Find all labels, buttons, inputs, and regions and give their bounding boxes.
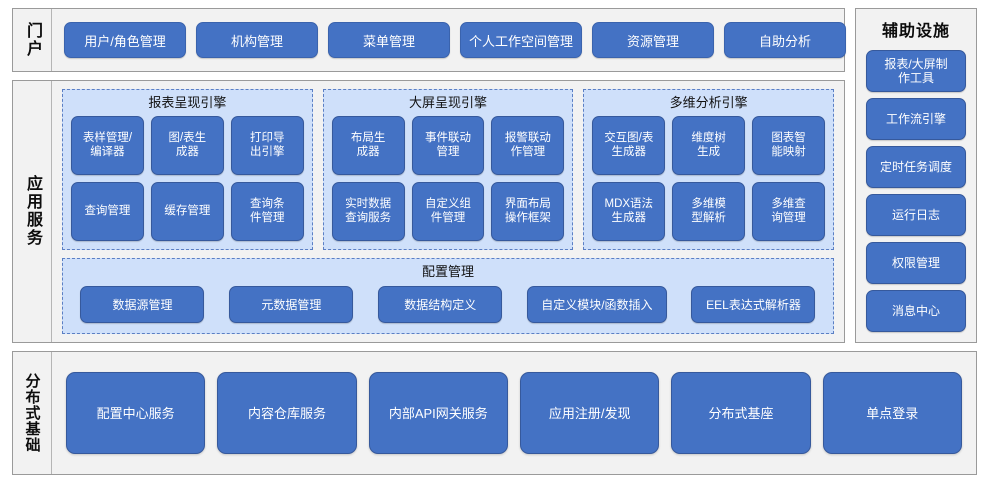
- aux-facilities-section: 辅助设施 报表/大屏制 作工具 工作流引擎 定时任务调度 运行日志 权限管理 消…: [855, 8, 977, 343]
- aux-item-scheduler[interactable]: 定时任务调度: [866, 145, 966, 188]
- config-panel-title: 配置管理: [421, 263, 474, 279]
- portal-button-user-role[interactable]: 用户/角色管理: [64, 22, 186, 58]
- engine-item-olap-0[interactable]: 交互图/表 生成器: [592, 116, 666, 175]
- engine-grid-olap: 交互图/表 生成器 维度树 生成 图表智 能映射 MDX语法 生成器 多维模 型…: [592, 116, 826, 241]
- engine-panel-report: 报表呈现引擎 表样管理/ 编译器 图/表生 成器 打印导 出引擎 查询管理 缓存…: [62, 89, 313, 250]
- config-button-eel-parser[interactable]: EEL表达式解析器: [691, 285, 816, 323]
- left-stack: 门户 用户/角色管理 机构管理 菜单管理 个人工作空间管理 资源管理 自助分析 …: [12, 8, 846, 343]
- app-services-body: 报表呈现引擎 表样管理/ 编译器 图/表生 成器 打印导 出引擎 查询管理 缓存…: [52, 81, 844, 342]
- engine-title-bigscreen: 大屏呈现引擎: [409, 95, 488, 110]
- aux-item-permission[interactable]: 权限管理: [866, 241, 966, 284]
- engine-item-bigscreen-1[interactable]: 事件联动 管理: [411, 116, 485, 175]
- engine-item-report-3[interactable]: 查询管理: [71, 181, 144, 241]
- portal-section: 门户 用户/角色管理 机构管理 菜单管理 个人工作空间管理 资源管理 自助分析: [12, 8, 846, 72]
- config-button-data-structure[interactable]: 数据结构定义: [378, 285, 503, 323]
- engine-item-report-1[interactable]: 图/表生 成器: [150, 116, 224, 175]
- portal-button-org[interactable]: 机构管理: [196, 22, 318, 58]
- aux-facilities-list: 报表/大屏制 作工具 工作流引擎 定时任务调度 运行日志 权限管理 消息中心: [866, 50, 966, 332]
- engine-item-report-4[interactable]: 缓存管理: [150, 181, 224, 241]
- engines-row: 报表呈现引擎 表样管理/ 编译器 图/表生 成器 打印导 出引擎 查询管理 缓存…: [62, 89, 835, 250]
- distributed-base-button-row: 配置中心服务 内容仓库服务 内部API网关服务 应用注册/发现 分布式基座 单点…: [52, 352, 976, 474]
- engine-item-olap-3[interactable]: MDX语法 生成器: [592, 181, 666, 241]
- app-services-section-label: 应用服务: [13, 81, 52, 342]
- config-panel: 配置管理 数据源管理 元数据管理 数据结构定义 自定义模块/函数插入 EEL表达…: [62, 257, 834, 334]
- base-button-app-registry[interactable]: 应用注册/发现: [519, 371, 660, 454]
- engine-item-olap-4[interactable]: 多维模 型解析: [672, 181, 746, 241]
- engine-item-bigscreen-4[interactable]: 自定义组 件管理: [411, 181, 485, 241]
- engine-grid-report: 表样管理/ 编译器 图/表生 成器 打印导 出引擎 查询管理 缓存管理 查询条 …: [71, 116, 304, 241]
- engine-item-bigscreen-5[interactable]: 界面布局 操作框架: [491, 181, 565, 241]
- base-button-content-repo[interactable]: 内容仓库服务: [217, 371, 357, 454]
- engine-panel-olap: 多维分析引擎 交互图/表 生成器 维度树 生成 图表智 能映射 MDX语法 生成…: [583, 89, 835, 250]
- aux-facilities-title: 辅助设施: [881, 23, 950, 40]
- engine-item-report-0[interactable]: 表样管理/ 编译器: [71, 116, 144, 175]
- aux-item-workflow-engine[interactable]: 工作流引擎: [866, 97, 966, 140]
- engine-item-olap-5[interactable]: 多维查 询管理: [752, 181, 826, 241]
- portal-button-menu[interactable]: 菜单管理: [328, 22, 450, 58]
- portal-section-label: 门户: [13, 9, 52, 71]
- engine-item-report-5[interactable]: 查询条 件管理: [230, 181, 304, 241]
- portal-button-workspace[interactable]: 个人工作空间管理: [460, 22, 582, 58]
- aux-item-report-designer[interactable]: 报表/大屏制 作工具: [866, 50, 966, 92]
- engine-item-bigscreen-0[interactable]: 布局生 成器: [331, 116, 405, 175]
- engine-item-olap-2[interactable]: 图表智 能映射: [752, 116, 826, 175]
- portal-button-self-service[interactable]: 自助分析: [724, 22, 846, 58]
- engine-title-olap: 多维分析引擎: [669, 95, 748, 110]
- portal-button-row: 用户/角色管理 机构管理 菜单管理 个人工作空间管理 资源管理 自助分析: [52, 9, 846, 71]
- engine-item-olap-1[interactable]: 维度树 生成: [672, 116, 746, 175]
- config-button-custom-module[interactable]: 自定义模块/函数插入: [527, 285, 667, 323]
- config-button-datasource[interactable]: 数据源管理: [80, 285, 205, 323]
- engine-item-report-2[interactable]: 打印导 出引擎: [230, 116, 304, 175]
- engine-item-bigscreen-3[interactable]: 实时数据 查询服务: [331, 181, 405, 241]
- engine-panel-bigscreen: 大屏呈现引擎 布局生 成器 事件联动 管理 报警联动 作管理 实时数据 查询服务…: [322, 89, 574, 250]
- aux-item-runtime-log[interactable]: 运行日志: [866, 193, 966, 236]
- distributed-base-section: 分布式基础 配置中心服务 内容仓库服务 内部API网关服务 应用注册/发现 分布…: [12, 350, 977, 475]
- upper-area: 门户 用户/角色管理 机构管理 菜单管理 个人工作空间管理 资源管理 自助分析 …: [12, 8, 977, 343]
- config-button-metadata[interactable]: 元数据管理: [229, 285, 354, 323]
- portal-button-resource[interactable]: 资源管理: [592, 22, 714, 58]
- base-button-sso[interactable]: 单点登录: [822, 371, 962, 454]
- engine-grid-bigscreen: 布局生 成器 事件联动 管理 报警联动 作管理 实时数据 查询服务 自定义组 件…: [331, 116, 565, 241]
- base-button-distributed-foundation[interactable]: 分布式基座: [671, 371, 811, 454]
- app-services-section: 应用服务 报表呈现引擎 表样管理/ 编译器 图/表生 成器 打印导 出引擎 查询…: [12, 80, 845, 343]
- engine-item-bigscreen-2[interactable]: 报警联动 作管理: [491, 116, 565, 175]
- base-button-config-center[interactable]: 配置中心服务: [66, 371, 206, 454]
- config-button-row: 数据源管理 元数据管理 数据结构定义 自定义模块/函数插入 EEL表达式解析器: [73, 285, 823, 323]
- engine-title-report: 报表呈现引擎: [148, 95, 227, 110]
- base-button-api-gateway[interactable]: 内部API网关服务: [368, 371, 508, 454]
- distributed-base-section-label: 分布式基础: [13, 351, 52, 474]
- aux-item-message-center[interactable]: 消息中心: [866, 289, 966, 332]
